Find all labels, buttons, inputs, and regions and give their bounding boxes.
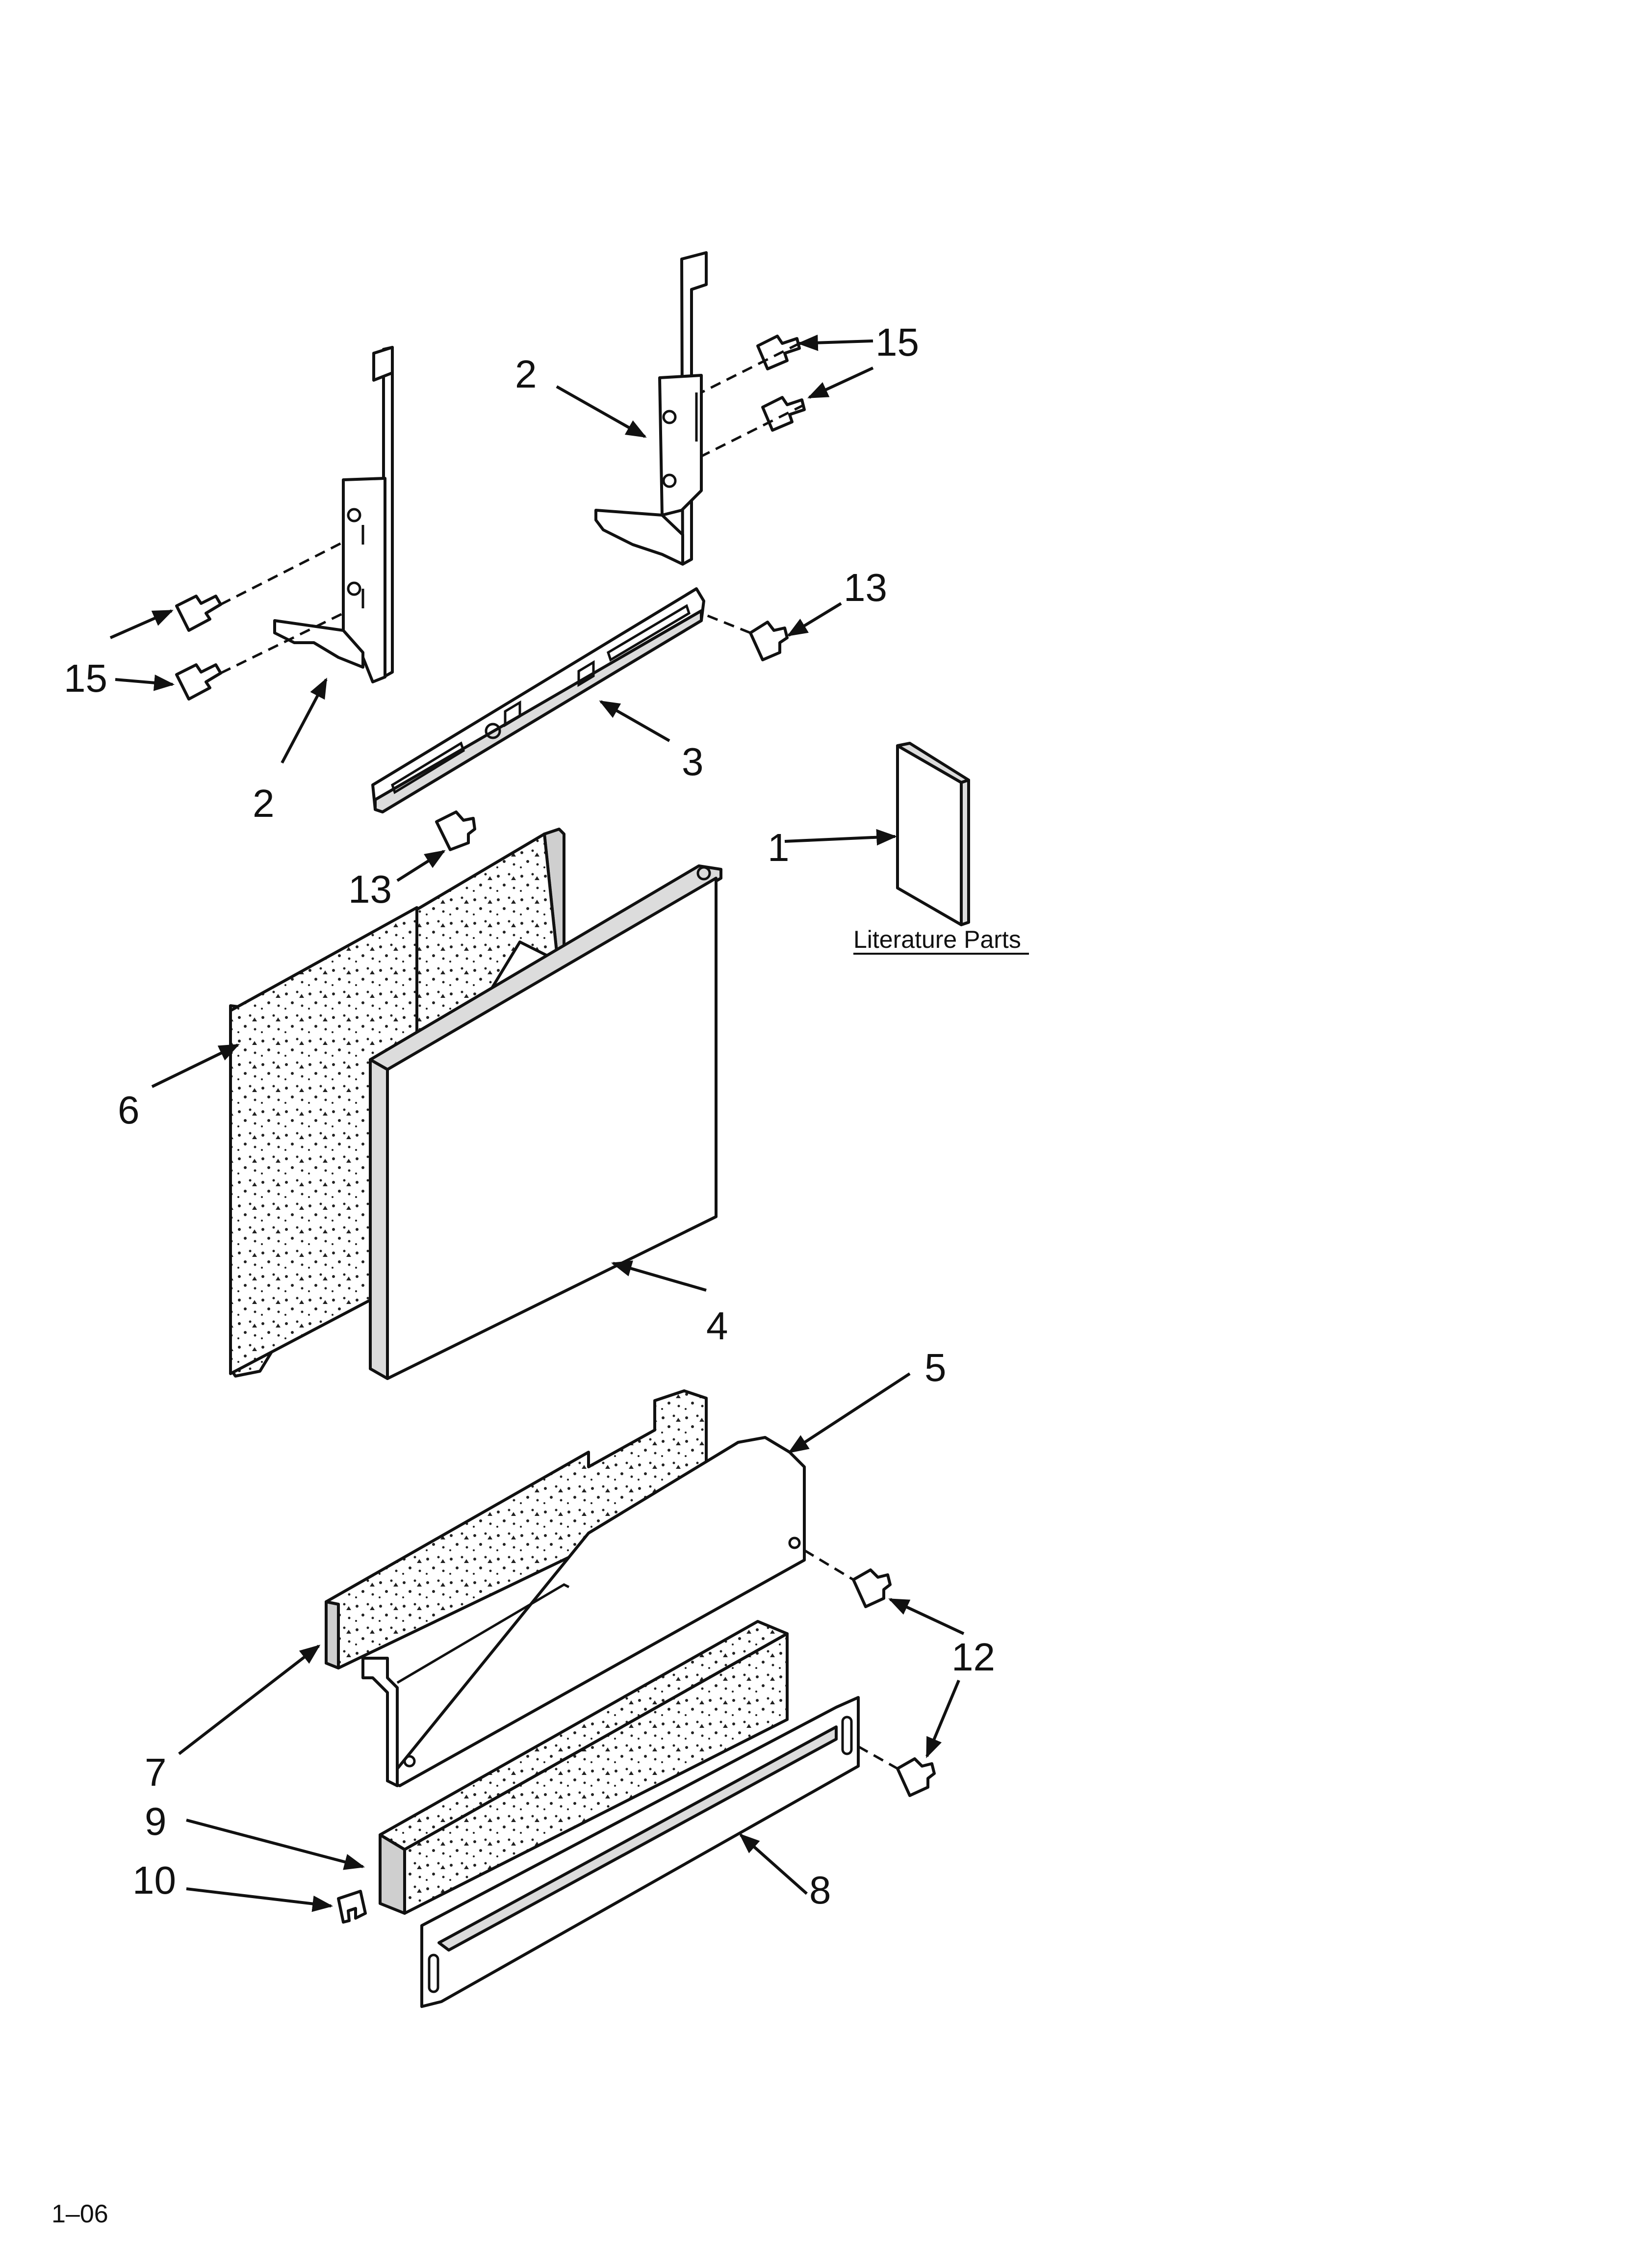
hinge-bracket-left: [273, 346, 394, 683]
outer-door-panel: [369, 864, 722, 1380]
callout-13-lower: 13: [348, 867, 392, 911]
screw-13-upper: [749, 621, 789, 661]
literature-pack: [896, 742, 970, 926]
callout-4: 4: [706, 1304, 728, 1348]
page-code: 1–06: [51, 2200, 108, 2228]
screw-13-lower: [435, 810, 476, 851]
callout-8: 8: [809, 1868, 831, 1912]
assembly-dashed-lines: [220, 342, 898, 1770]
mounting-rail: [371, 587, 705, 813]
screw-12-upper: [852, 1568, 892, 1608]
toe-panel-insulation: [325, 1389, 708, 1669]
callout-6: 6: [118, 1088, 140, 1132]
callout-5: 5: [924, 1346, 947, 1389]
callout-13-upper: 13: [844, 566, 887, 609]
screw-12-lower: [896, 1757, 936, 1797]
screw-15-left-upper: [175, 595, 222, 632]
callout-1: 1: [768, 826, 790, 869]
toe-panel-bracket: [361, 1436, 806, 1787]
callout-2-right: 2: [515, 352, 537, 396]
callout-15-left: 15: [64, 656, 107, 700]
hinge-bracket-right: [594, 251, 708, 566]
toe-plate: [420, 1696, 860, 2008]
toe-foam-block: [379, 1620, 789, 1915]
callout-10: 10: [132, 1858, 176, 1902]
callout-2-left: 2: [253, 782, 275, 825]
screw-15-left-lower: [175, 663, 222, 701]
callout-3: 3: [682, 740, 704, 783]
clip-part: [337, 1890, 367, 1924]
callout-15-right: 15: [875, 320, 919, 364]
callout-7: 7: [145, 1750, 167, 1794]
callout-9: 9: [145, 1799, 167, 1843]
callout-12: 12: [951, 1635, 995, 1679]
leader-lines: [109, 334, 965, 1912]
literature-parts-label: Literature Parts: [853, 926, 1021, 953]
